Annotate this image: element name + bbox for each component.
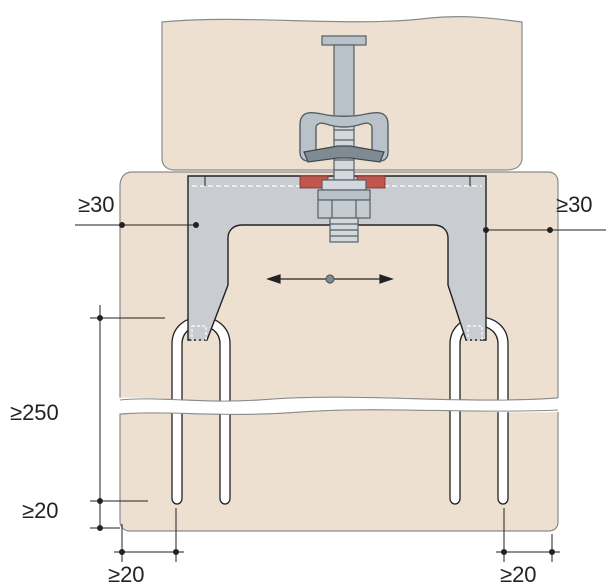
break-gap — [110, 397, 560, 415]
dim-edge-right — [496, 508, 560, 562]
dim-label-height: ≥250 — [10, 400, 59, 425]
dim-top-left — [75, 222, 199, 228]
dim-top-right — [483, 227, 606, 233]
nut-assembly — [317, 179, 371, 243]
lower-concrete-block-bottom — [119, 409, 559, 532]
channel-bracket — [187, 175, 487, 341]
dim-label-top-right: ≥30 — [556, 192, 593, 217]
dim-label-edge-left: ≥20 — [108, 562, 145, 585]
adjustment-arrow — [266, 274, 394, 284]
dim-label-top-left: ≥30 — [78, 192, 115, 217]
dim-label-bottom-cover: ≥20 — [22, 498, 59, 523]
dim-edge-left — [114, 508, 184, 562]
hammer-head — [303, 145, 385, 163]
dim-label-edge-right: ≥20 — [500, 562, 537, 585]
dim-anchor-height — [90, 305, 165, 531]
